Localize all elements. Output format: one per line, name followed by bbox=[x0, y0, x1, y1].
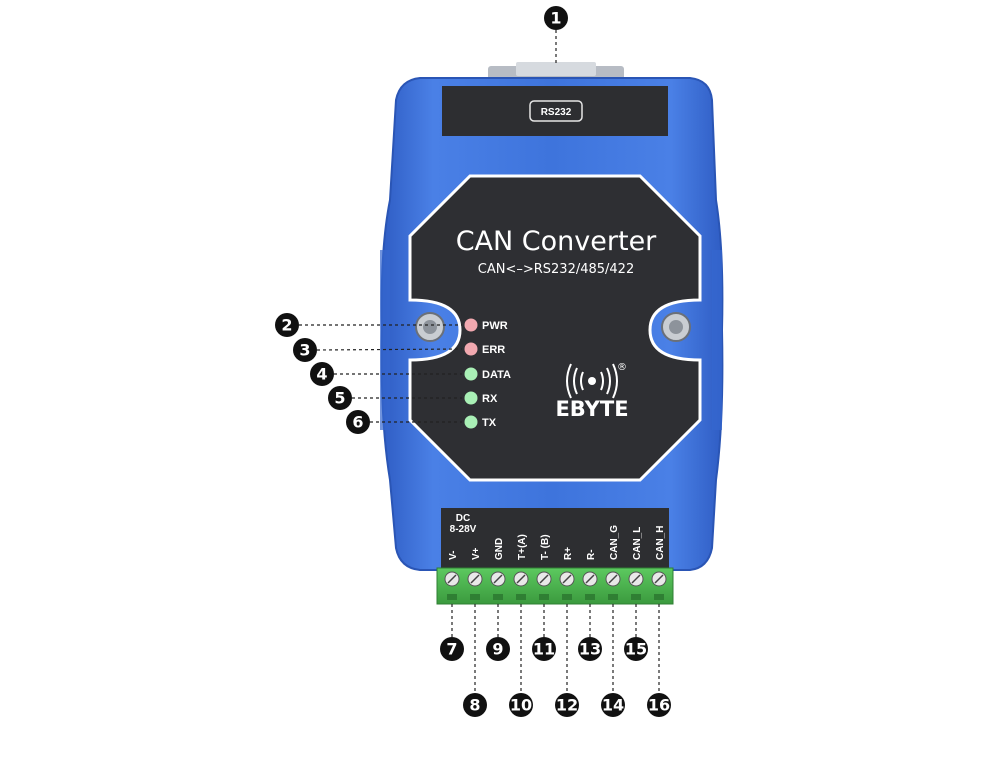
terminal-screw-slot bbox=[493, 574, 503, 584]
terminal-label: CAN_H bbox=[655, 526, 666, 560]
terminal-screw-slot bbox=[516, 574, 526, 584]
terminal-slot bbox=[493, 594, 503, 600]
terminal-slot bbox=[562, 594, 572, 600]
terminal-label: CAN_L bbox=[632, 527, 643, 560]
terminal-label: T- (B) bbox=[540, 534, 551, 560]
terminal-screw-slot bbox=[447, 574, 457, 584]
terminal-label-strip: DC 8-28V bbox=[441, 508, 669, 568]
left-mounting-screw bbox=[415, 312, 445, 342]
terminal-screw-slot bbox=[654, 574, 664, 584]
callout-badge bbox=[509, 693, 533, 717]
terminal-slot bbox=[654, 594, 664, 600]
device-title: CAN Converter bbox=[456, 226, 657, 257]
power-spec-line2: 8-28V bbox=[450, 524, 477, 535]
front-panel bbox=[408, 174, 702, 482]
callout-number: 12 bbox=[556, 696, 578, 715]
terminal-screw-slot bbox=[631, 574, 641, 584]
led-label: PWR bbox=[482, 320, 508, 332]
terminal-slot bbox=[585, 594, 595, 600]
terminal-screw-slot bbox=[470, 574, 480, 584]
rs232-port-label: RS232 bbox=[529, 100, 583, 122]
terminal-slot bbox=[516, 594, 526, 600]
callout-leader bbox=[316, 348, 463, 351]
callout-number: 13 bbox=[579, 640, 601, 659]
callout-number: 6 bbox=[352, 413, 363, 432]
callout-number: 7 bbox=[446, 640, 457, 659]
terminal-slot bbox=[608, 594, 618, 600]
callout-number: 8 bbox=[469, 696, 480, 715]
brand-name: EBYTE bbox=[555, 397, 628, 421]
terminal-screws bbox=[444, 571, 667, 600]
callout-badge bbox=[555, 693, 579, 717]
terminal-label: T+(A) bbox=[517, 534, 528, 560]
terminal-slot bbox=[631, 594, 641, 600]
callout-badge bbox=[440, 637, 464, 661]
callout-badge bbox=[647, 693, 671, 717]
registered-mark: ® bbox=[617, 362, 627, 373]
terminal-labels: V- V+ GND T+(A) T- (B) R+ R- CAN_G CAN_L CAN_H bbox=[448, 525, 666, 560]
terminal-slot bbox=[470, 594, 480, 600]
callout-badge bbox=[463, 693, 487, 717]
callout-number: 1 bbox=[550, 9, 561, 28]
callout-number: 4 bbox=[316, 365, 327, 384]
terminal-screw-slot bbox=[562, 574, 572, 584]
callout-badge bbox=[544, 6, 568, 30]
callout-number: 5 bbox=[334, 389, 345, 408]
led-err bbox=[464, 342, 478, 356]
callout-badge bbox=[293, 338, 317, 362]
callout-number: 10 bbox=[510, 696, 532, 715]
terminal-label: V+ bbox=[471, 547, 482, 560]
terminal-label: CAN_G bbox=[609, 525, 620, 560]
led-label: DATA bbox=[482, 369, 511, 381]
callout-badge bbox=[275, 313, 299, 337]
terminal-label: GND bbox=[494, 538, 505, 560]
led-pwr bbox=[464, 318, 478, 332]
callout-badge bbox=[310, 362, 334, 386]
terminal-screw-slot bbox=[539, 574, 549, 584]
terminal-label: R+ bbox=[563, 547, 574, 560]
device-subtitle: CAN<–>RS232/485/422 bbox=[478, 262, 634, 277]
callout-badge bbox=[532, 637, 556, 661]
led-label: TX bbox=[482, 417, 497, 429]
terminal-slot bbox=[539, 594, 549, 600]
port-label: RS232 bbox=[541, 107, 572, 118]
callout-badge bbox=[624, 637, 648, 661]
callout-badge bbox=[346, 410, 370, 434]
terminal-label: R- bbox=[586, 549, 597, 560]
power-spec-line1: DC bbox=[456, 513, 470, 524]
terminal-screw-slot bbox=[608, 574, 618, 584]
callout-number: 3 bbox=[299, 341, 310, 360]
callout-number: 16 bbox=[648, 696, 670, 715]
terminal-label: V- bbox=[448, 551, 459, 560]
led-data bbox=[464, 367, 478, 381]
led-label: RX bbox=[482, 393, 498, 405]
callout-number: 11 bbox=[533, 640, 555, 659]
terminal-screw-slot bbox=[585, 574, 595, 584]
led-label: ERR bbox=[482, 344, 505, 356]
callout-badge bbox=[486, 637, 510, 661]
callout-badge bbox=[578, 637, 602, 661]
callout-badge bbox=[601, 693, 625, 717]
callout-badge bbox=[328, 386, 352, 410]
right-mounting-screw bbox=[661, 312, 691, 342]
led-indicators: PWR ERR DATA RX TX bbox=[464, 318, 511, 429]
callout-number: 14 bbox=[602, 696, 624, 715]
ebyte-logo: EBYTE ® bbox=[555, 362, 628, 421]
led-tx bbox=[464, 415, 478, 429]
callout-number: 2 bbox=[281, 316, 292, 335]
callout-number: 15 bbox=[625, 640, 647, 659]
callout-number: 9 bbox=[492, 640, 503, 659]
led-rx bbox=[464, 391, 478, 405]
terminal-slot bbox=[447, 594, 457, 600]
